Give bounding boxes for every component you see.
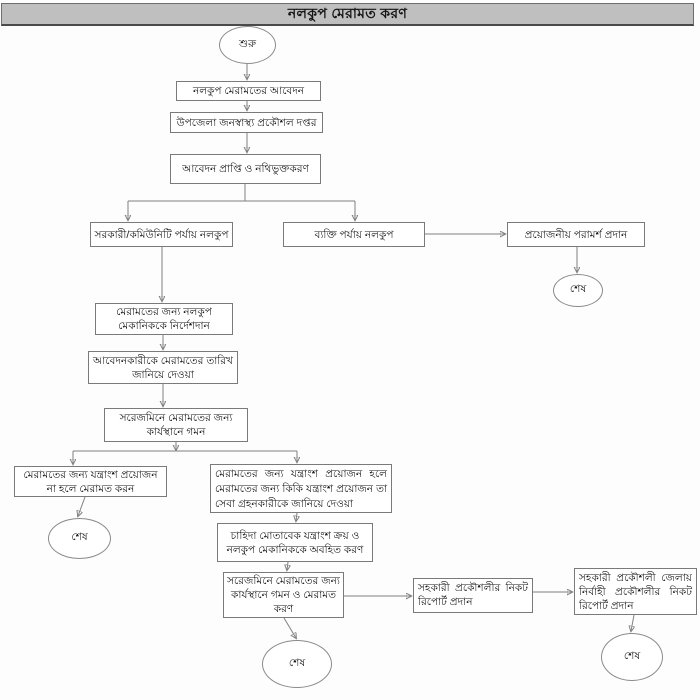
- flow-node-no-parts-repair: মেরামতের জন্য যন্ত্রাংশ প্রয়োজন না হলে …: [14, 466, 167, 497]
- connector-partsneeded-purchase: [296, 512, 297, 521]
- flow-node-inform-date: আবেদনকারীকে মেরামতের তারিখ জানিয়ে দেওয়…: [88, 351, 238, 384]
- connector-repair-end3: [283, 617, 296, 638]
- flow-node-site-visit: সরেজমিনে মেরামতের জন্য কার্যস্থানে গমন: [104, 408, 248, 442]
- flow-node-instruct-mechanic: মেরামতের জন্য নলকুপ মেকানিককে নির্দেশদান: [95, 303, 233, 335]
- flow-node-purchase-parts: চাহিদা মোতাবেক যন্ত্রাংশ ক্রয় ও নলকুপ ম…: [217, 523, 373, 562]
- connector-noparts-end2: [78, 496, 86, 516]
- flow-node-start: শুরু: [219, 26, 276, 64]
- flow-node-repair-onsite: সরেজমিনে মেরামতের জন্য কার্যস্থানে গমন ও…: [223, 572, 344, 618]
- flow-node-end-2: শেষ: [48, 518, 111, 559]
- flow-node-register: আবেদন প্রাপ্তি ও নথিভুক্তকরণ: [170, 154, 321, 184]
- flow-node-report-executive-engineer: সহকারী প্রকৌশলী জেলায় নির্বাহী প্রকৌশলী…: [574, 568, 697, 615]
- flow-node-end-3: শেষ: [262, 640, 332, 688]
- flow-node-report-assistant-engineer: সহকারী প্রকৌশলীর নিকট রিপোর্ট প্রদান: [413, 578, 533, 613]
- connector-reportee-end4: [631, 614, 634, 631]
- flow-node-end-4: শেষ: [601, 633, 663, 681]
- flow-node-apply: নলকুপ মেরামতের আবেদন: [176, 81, 321, 101]
- page-title: নলকুপ মেরামত করণ: [1, 3, 694, 26]
- connector-purchase-repair: [287, 561, 288, 570]
- flow-node-office: উপজেলা জনস্বাস্থ্য প্রকৌশল দপ্তর: [170, 112, 323, 133]
- flow-node-govt-tubewell: সরকারী/কমিউনিটি পর্যায় নলকুপ: [90, 222, 233, 247]
- flow-node-private-tubewell: ব্যক্তি পর্যায় নলকুপ: [283, 222, 425, 247]
- flow-node-parts-needed: মেরামতের জন্য যন্ত্রাংশ প্রয়োজন হলে মের…: [210, 464, 392, 513]
- flow-node-advice: প্রয়োজনীয় পরামর্শ প্রদান: [507, 222, 645, 247]
- connector-register-branch: [128, 184, 355, 202]
- flow-node-end-1: শেষ: [553, 274, 603, 307]
